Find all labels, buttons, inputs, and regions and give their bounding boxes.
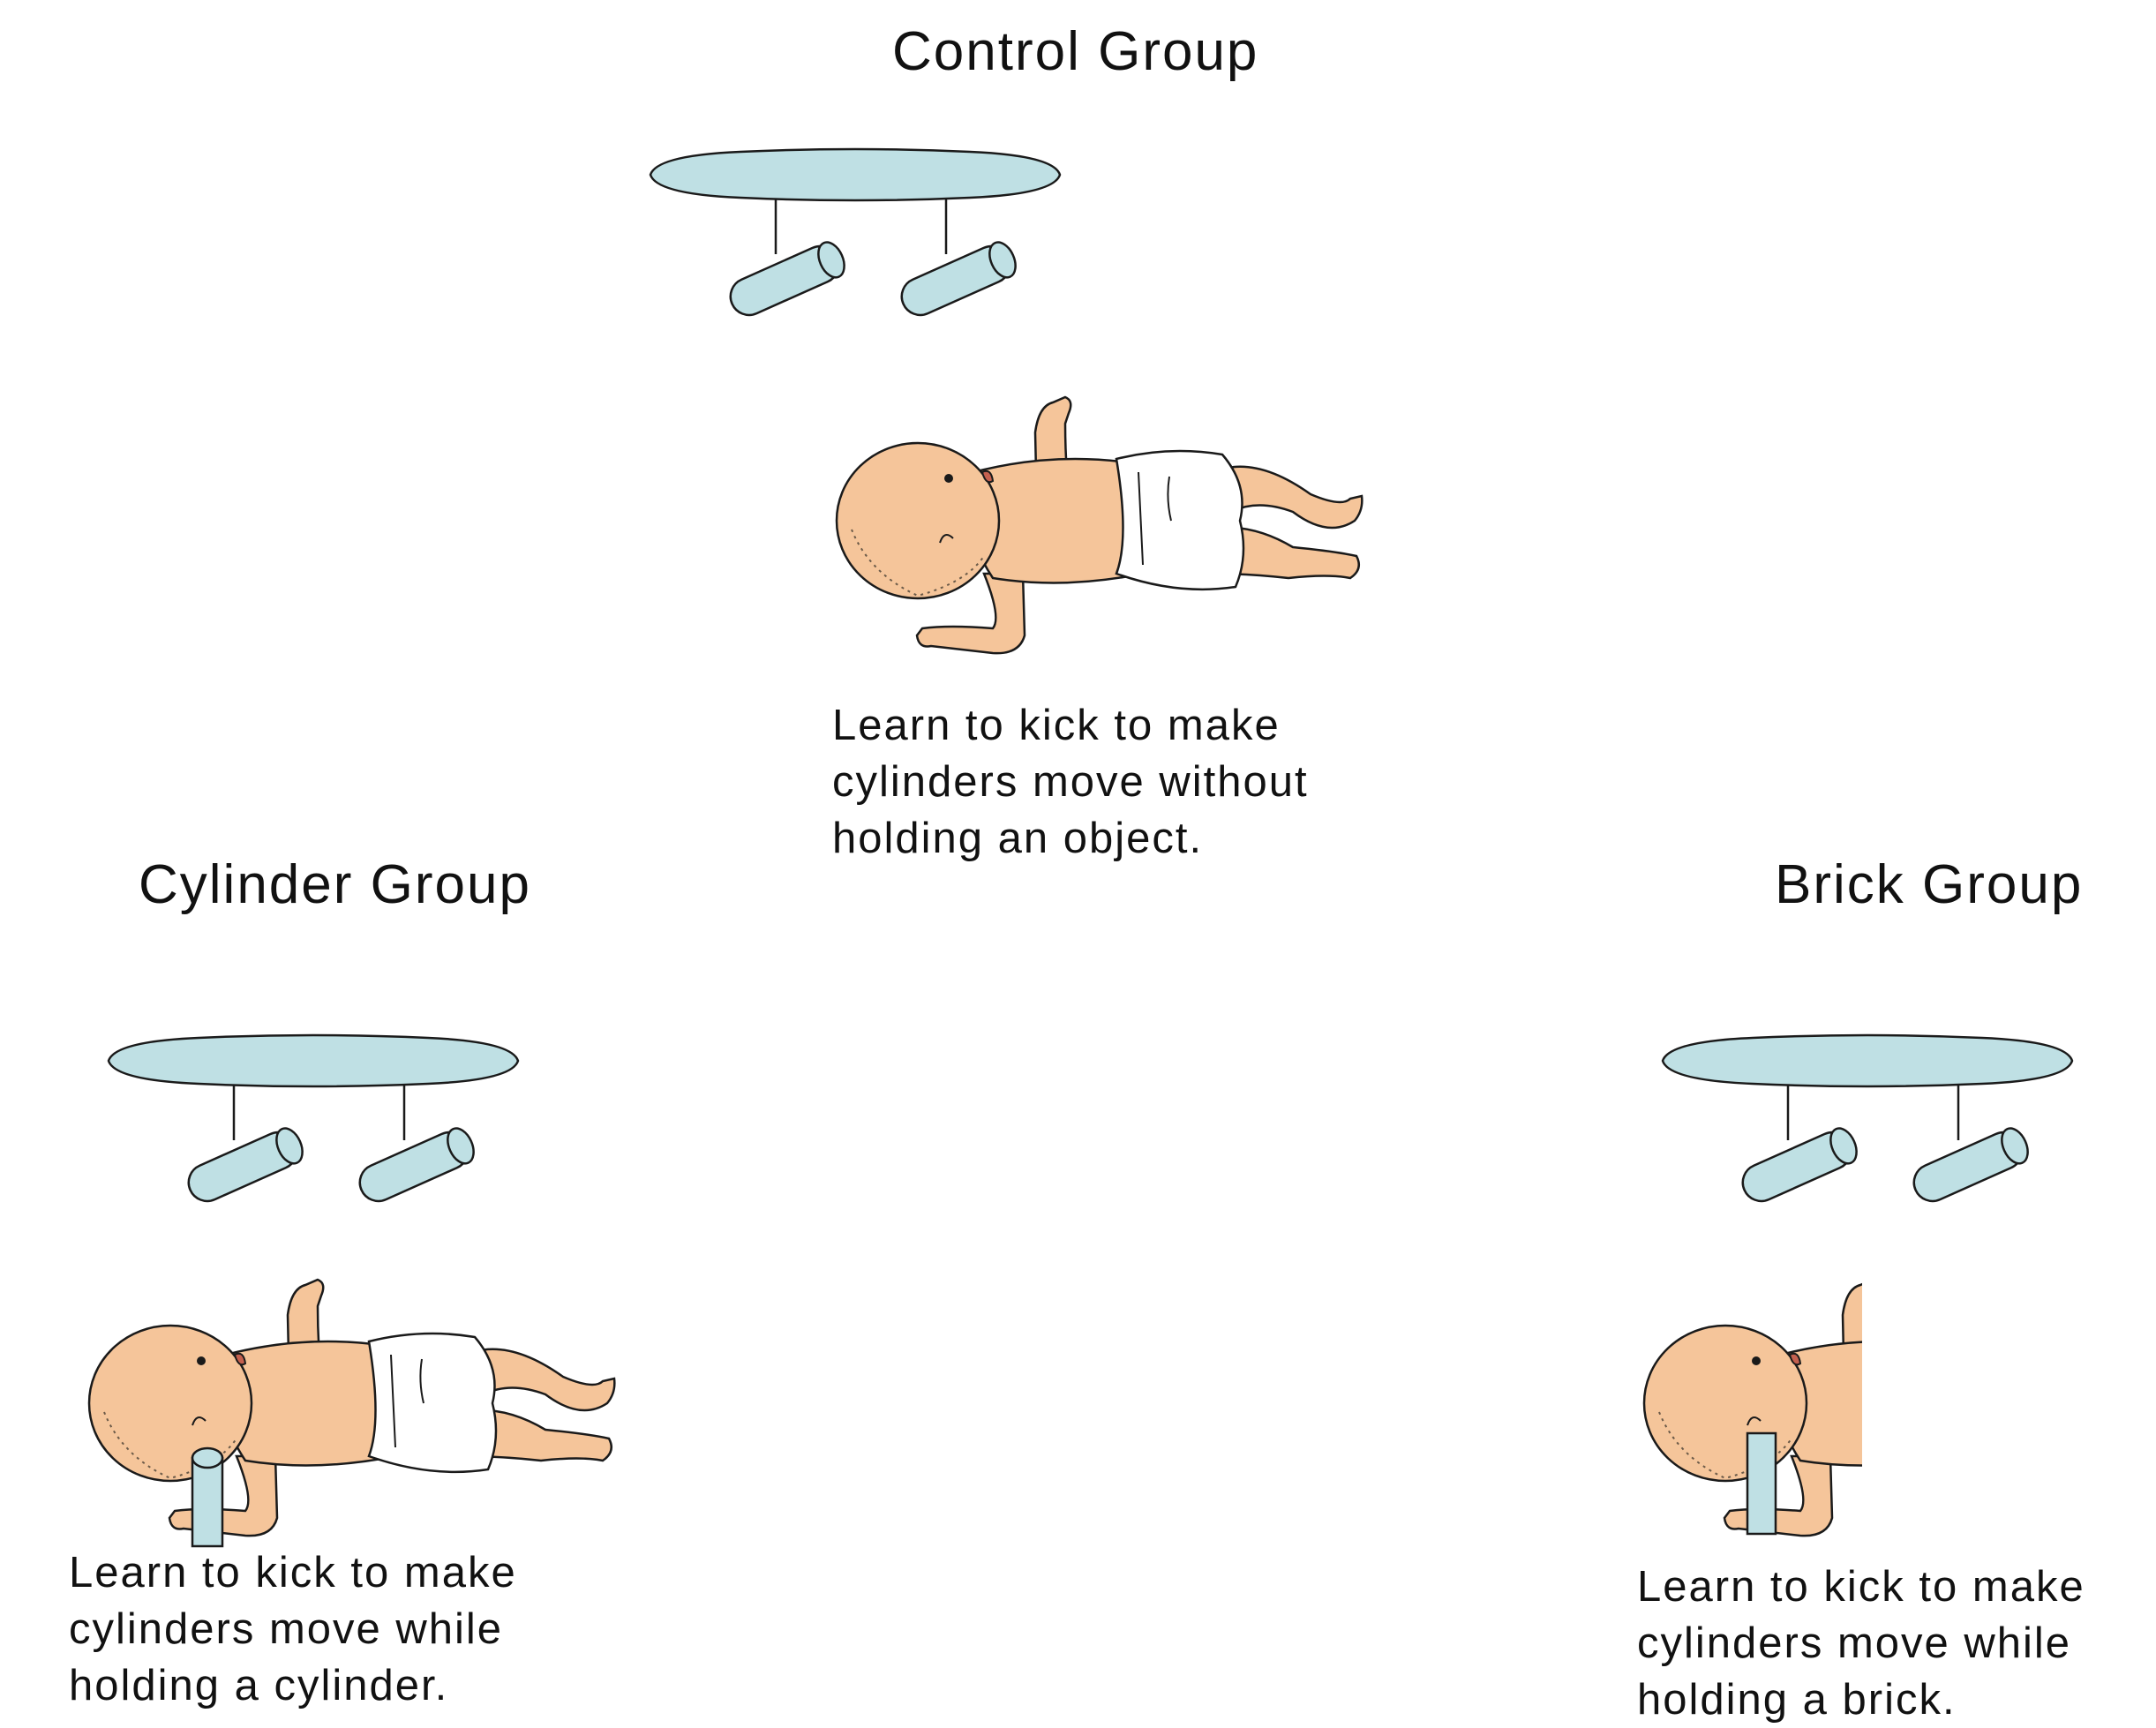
control-baby-illustration xyxy=(834,397,1372,662)
cylinder-caption: Learn to kick to make cylinders move whi… xyxy=(69,1544,517,1714)
brick-mobile xyxy=(1656,1026,2079,1202)
control-caption-line: cylinders move without xyxy=(832,754,1309,810)
control-caption-line: Learn to kick to make xyxy=(832,697,1309,754)
brick-caption: Learn to kick to make cylinders move whi… xyxy=(1637,1559,2085,1728)
brick-caption-line: holding a brick. xyxy=(1637,1672,2085,1728)
brick-caption-line: cylinders move while xyxy=(1637,1615,2085,1672)
control-caption-line: holding an object. xyxy=(832,810,1309,867)
cylinder-caption-line: Learn to kick to make xyxy=(69,1544,517,1601)
cylinder-mobile xyxy=(101,1026,525,1202)
cylinder-baby-illustration xyxy=(86,1280,625,1544)
brick-group-title: Brick Group xyxy=(1775,858,2083,913)
control-group-title: Control Group xyxy=(892,25,1258,79)
cylinder-caption-line: holding a cylinder. xyxy=(69,1657,517,1714)
cylinder-group-title: Cylinder Group xyxy=(139,858,531,913)
control-mobile xyxy=(643,139,1067,316)
held-cylinder xyxy=(189,1447,228,1553)
brick-caption-line: Learn to kick to make xyxy=(1637,1559,2085,1615)
control-caption: Learn to kick to make cylinders move wit… xyxy=(832,697,1309,867)
cylinder-caption-line: cylinders move while xyxy=(69,1601,517,1657)
held-brick xyxy=(1746,1431,1777,1536)
